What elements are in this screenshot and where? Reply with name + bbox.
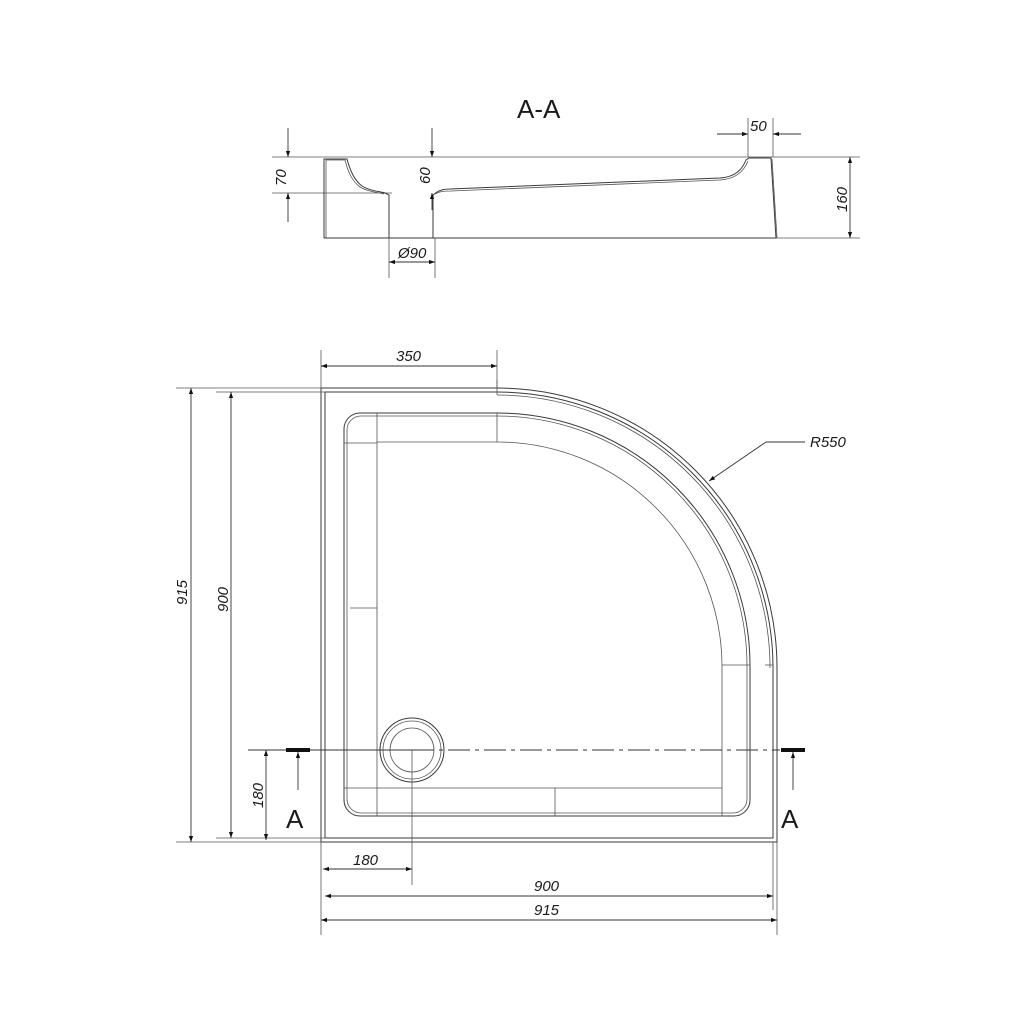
dim-top-straight: 350 (320, 348, 498, 388)
dim-width-inner: 900 (325, 842, 774, 910)
section-view-a-a: A-A 70 60 (272, 94, 860, 278)
dim-label-180-horizontal: 180 (353, 852, 379, 869)
basin-floor (376, 441, 723, 789)
dim-label-70: 70 (273, 169, 290, 186)
dim-floor-depth: 60 (417, 128, 435, 210)
dim-label-180-vertical: 180 (250, 782, 267, 808)
tray-rim-edge (324, 391, 774, 839)
dim-label-915-horizontal: 915 (534, 902, 560, 919)
dim-height-inner: 900 (215, 391, 325, 839)
dim-label-160: 160 (834, 186, 851, 212)
basin-outline (343, 412, 751, 817)
dim-label-915-vertical: 915 (174, 579, 191, 605)
dim-drain-diameter: Ø90 (388, 238, 436, 278)
section-title: A-A (517, 94, 561, 124)
plan-view: A A 350 R550 915 (174, 348, 847, 935)
dim-label-50: 50 (750, 118, 767, 135)
tray-profile (323, 157, 778, 239)
dim-total-height: 160 (834, 157, 853, 238)
dim-rim-width: 50 (717, 118, 801, 157)
dim-label-900-vertical: 900 (215, 586, 232, 612)
dim-height-outer: 915 (174, 387, 321, 843)
dim-label-d90: Ø90 (397, 245, 427, 262)
dim-drain-offset-y: 180 (250, 750, 269, 840)
dim-label-350: 350 (396, 348, 422, 365)
dim-radius: R550 (708, 434, 847, 482)
dim-label-900-horizontal: 900 (534, 878, 560, 895)
section-marker-right: A (781, 748, 805, 834)
dim-label-r550: R550 (810, 434, 847, 451)
dim-label-60: 60 (417, 167, 434, 184)
section-marker-label-left: A (286, 804, 304, 834)
section-marker-label-right: A (781, 804, 799, 834)
section-marker-left: A (286, 748, 310, 834)
dim-rim-height: 70 (273, 128, 291, 222)
tray-outer-edge (320, 387, 778, 843)
dim-width-outer: 915 (321, 842, 778, 935)
